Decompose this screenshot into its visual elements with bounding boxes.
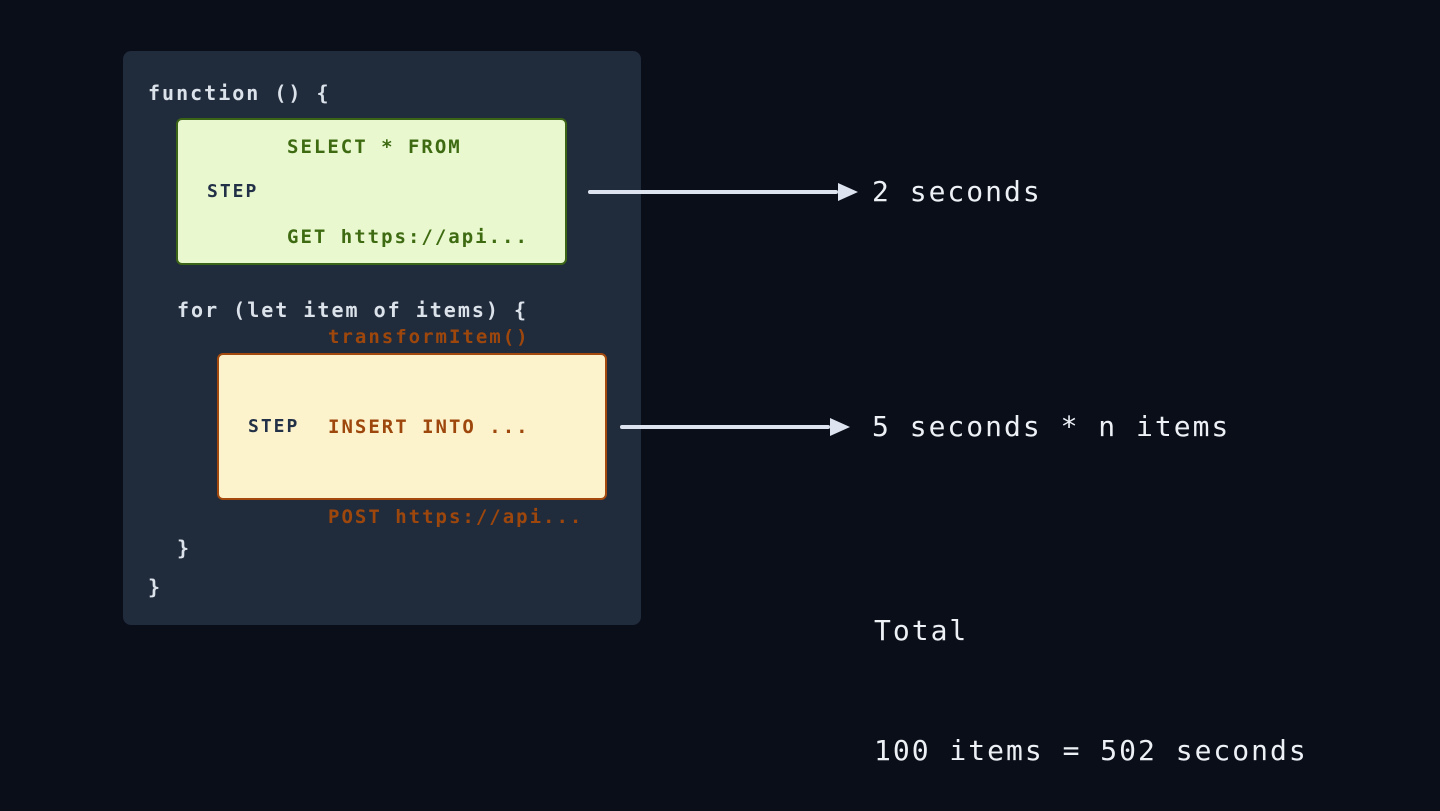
arrow-shaft	[620, 425, 830, 429]
step-code-lines: SELECT * FROM GET https://api...	[287, 72, 529, 312]
step1-duration-label: 2 seconds	[872, 175, 1042, 208]
step-code-lines: transformItem() INSERT INTO ... POST htt…	[328, 262, 583, 592]
step-label: STEP	[207, 181, 259, 202]
code-line-function-close: }	[148, 575, 163, 599]
code-line-function-open: function () {	[148, 81, 331, 105]
code-line-for-close: }	[177, 536, 192, 560]
step-code-line: GET https://api...	[287, 225, 529, 248]
arrow-head	[838, 183, 858, 201]
total-summary: Total 100 items = 502 seconds	[874, 531, 1308, 811]
step-code-line: POST https://api...	[328, 505, 584, 528]
arrow-shaft	[588, 190, 838, 194]
total-value: 100 items = 502 seconds	[874, 734, 1308, 767]
step-box-extract: STEP SELECT * FROM GET https://api...	[176, 118, 567, 265]
code-panel: function () { STEP SELECT * FROM GET htt…	[123, 51, 641, 625]
arrow-icon-step1	[588, 183, 858, 201]
step-label: STEP	[248, 416, 300, 437]
total-label: Total	[874, 614, 969, 647]
arrow-icon-step2	[620, 418, 850, 436]
step-code-line: INSERT INTO ...	[328, 415, 530, 438]
step-box-transform-load: STEP transformItem() INSERT INTO ... POS…	[217, 326, 607, 528]
step-code-line: transformItem()	[328, 325, 530, 348]
step2-duration-label: 5 seconds * n items	[872, 410, 1231, 443]
step-code-line: SELECT * FROM	[287, 135, 462, 158]
code-line-for-loop: for (let item of items) {	[177, 298, 529, 322]
arrow-head	[830, 418, 850, 436]
